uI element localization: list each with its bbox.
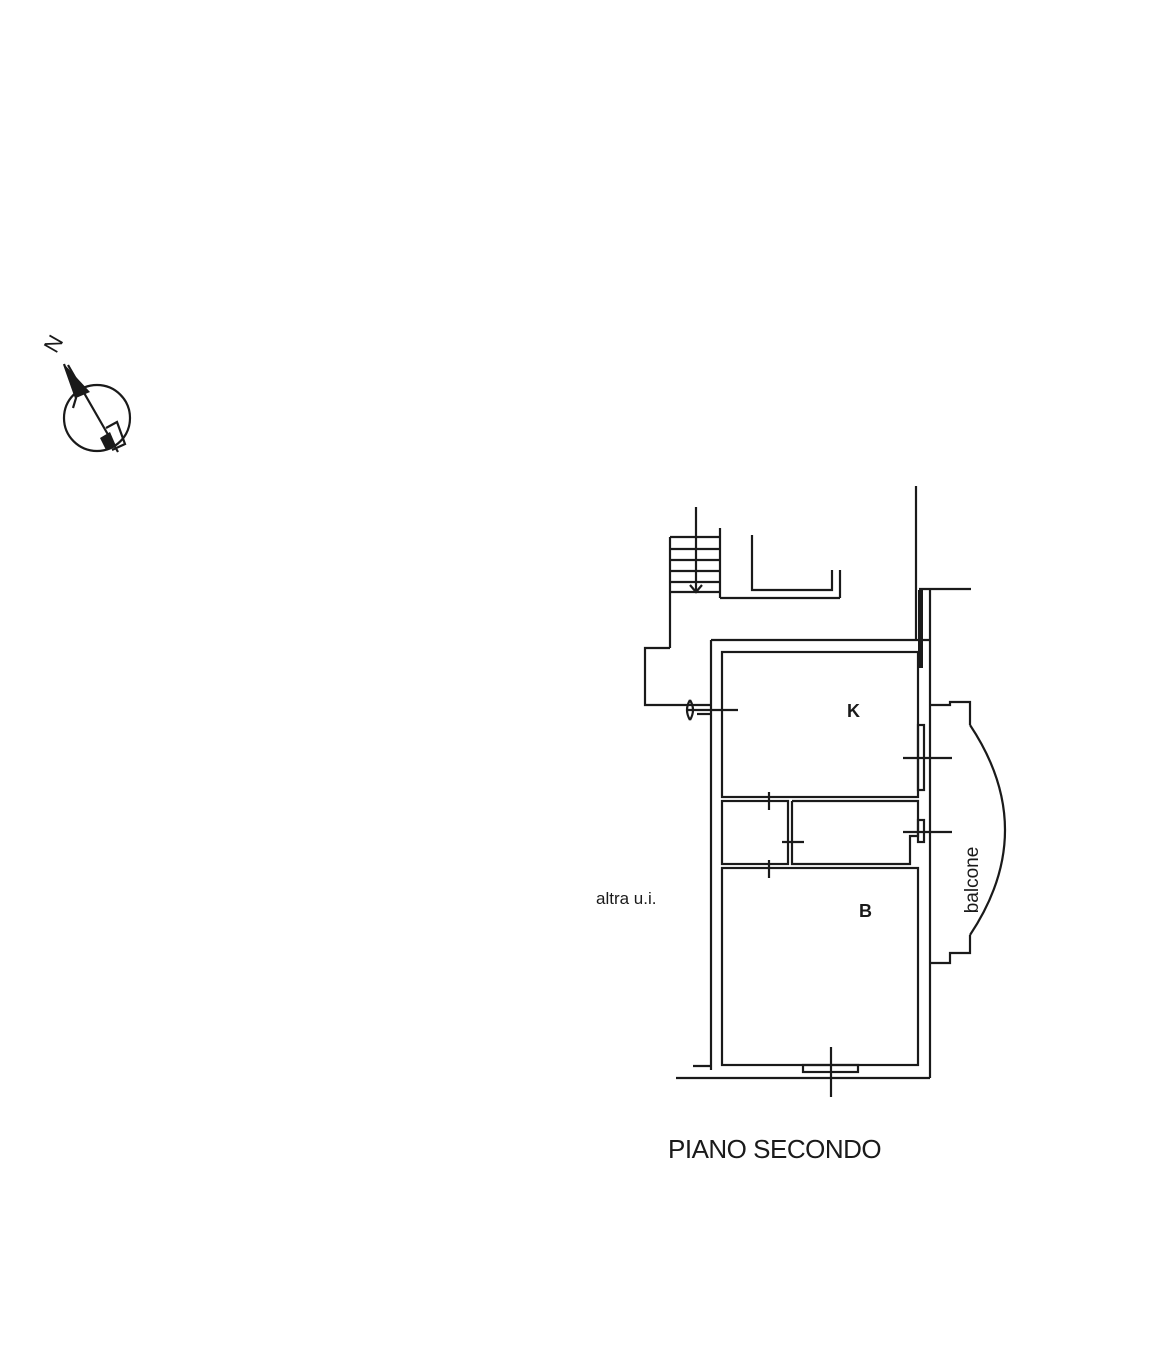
balcony: balcone xyxy=(930,700,1007,965)
neighbor-unit-label: altra u.i. xyxy=(596,889,656,908)
room-label-kitchen: K xyxy=(847,701,860,721)
room-label-bathroom: B xyxy=(859,901,872,921)
walls xyxy=(643,486,971,1097)
staircase xyxy=(668,507,722,648)
plan-title: PIANO SECONDO xyxy=(668,1134,881,1164)
compass-label: N xyxy=(39,331,69,357)
balcony-label: balcone xyxy=(962,847,983,914)
north-arrow-icon: N xyxy=(39,331,132,453)
